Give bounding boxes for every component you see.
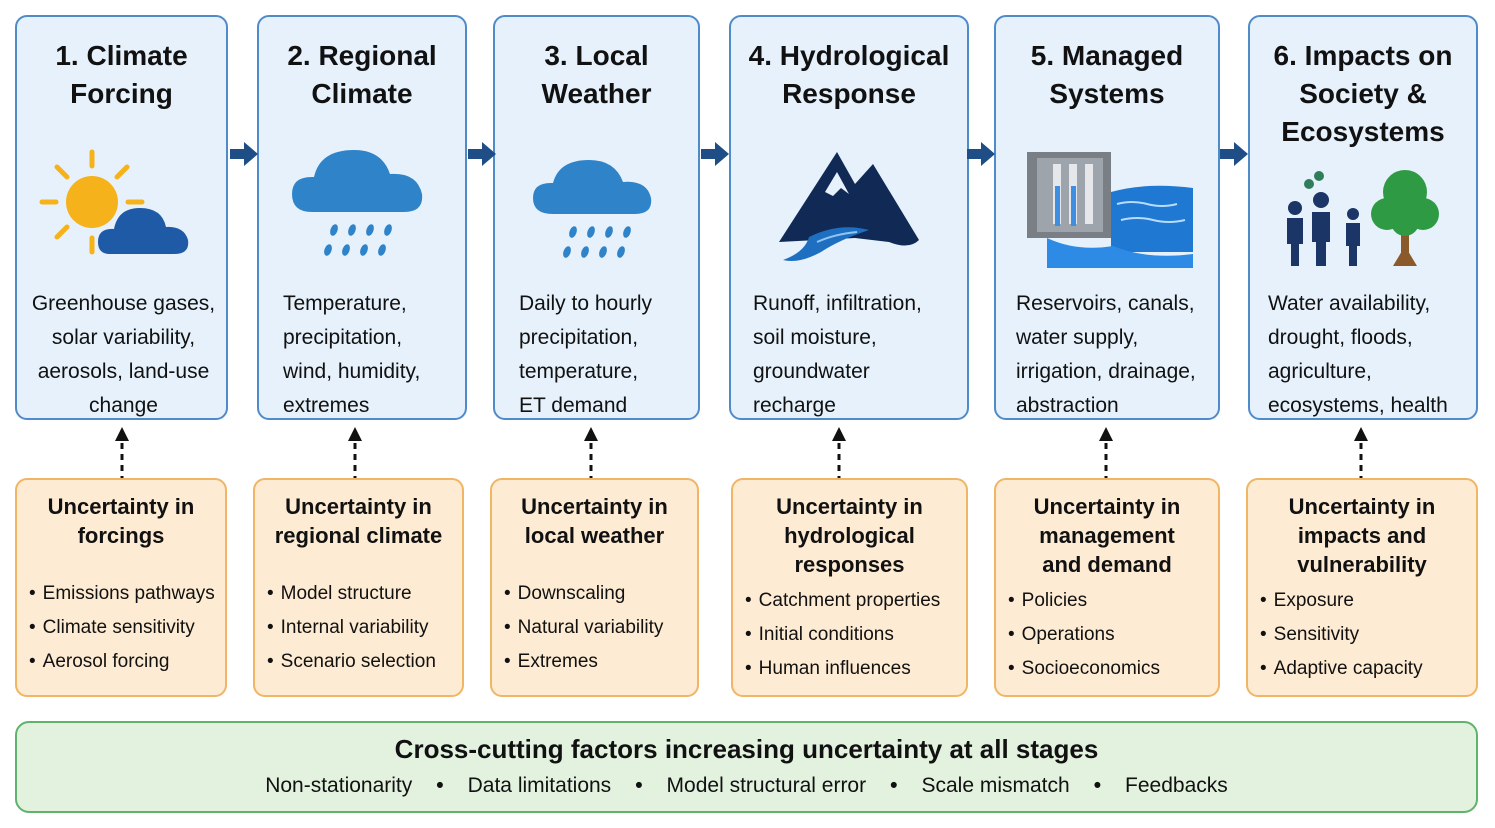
stage-regional-climate: 2. Regional Climate Temperature, precipi… [257,15,467,420]
stage-description: Greenhouse gases, solar variability, aer… [31,292,216,417]
list-item: Operations [1008,618,1214,652]
list-item: Emissions pathways [29,577,221,611]
cross-cutting-factors: Cross-cutting factors increasing uncerta… [15,721,1478,813]
list-item: Socioeconomics [1008,652,1214,686]
uncertainty-title: Uncertainty in regional climate [274,494,443,548]
flow-arrow-icon [965,140,997,168]
flow-arrow-icon [228,140,260,168]
list-item: Policies [1008,584,1214,618]
list-item: Model structure [267,577,458,611]
cross-cutting-item: Data limitations [467,774,612,797]
dam-icon [1017,142,1197,272]
list-item: Natural variability [504,611,693,645]
uncertainty-list: Model structure Internal variability Sce… [267,577,458,679]
uncertainty-management: Uncertainty in management and demand Pol… [994,478,1220,697]
rain-cloud-icon [507,142,687,272]
list-item: Aerosol forcing [29,645,221,679]
uncertainty-impacts: Uncertainty in impacts and vulnerability… [1246,478,1478,697]
stage-description: Temperature, precipitation, wind, humidi… [283,292,421,417]
stage-impacts: 6. Impacts on Society & Ecosystems Water… [1248,15,1478,420]
cross-cutting-item: Non-stationarity [265,774,413,797]
stage-managed-systems: 5. Managed Systems Reservoirs, canals, w… [994,15,1220,420]
list-item: Extremes [504,645,693,679]
list-item: Exposure [1260,584,1472,618]
stage-title: 2. Regional Climate [287,40,437,109]
stage-title: 1. Climate Forcing [55,40,188,109]
dashed-up-arrow-icon [829,425,849,480]
stage-local-weather: 3. Local Weather Daily to hourly precipi… [493,15,700,420]
list-item: Adaptive capacity [1260,652,1472,686]
mountain-river-icon [759,142,939,272]
cross-cutting-title: Cross-cutting factors increasing uncerta… [394,734,1099,764]
cross-cutting-items: Non-stationarity • Data limitations • Model … [17,770,1476,802]
bullet-separator: • [635,774,643,797]
dashed-up-arrow-icon [1351,425,1371,480]
uncertainty-regional-climate: Uncertainty in regional climate Model st… [253,478,464,697]
uncertainty-title: Uncertainty in hydrological responses [776,494,923,577]
uncertainty-hydrological: Uncertainty in hydrological responses Ca… [731,478,968,697]
dashed-up-arrow-icon [1096,425,1116,480]
stage-title: 4. Hydrological Response [748,40,950,109]
uncertainty-title: Uncertainty in impacts and vulnerability [1288,494,1436,577]
stage-description: Runoff, infiltration, soil moisture, gro… [753,292,922,417]
people-tree-icon [1273,142,1453,272]
sun-cloud-icon [32,142,212,272]
uncertainty-list: Exposure Sensitivity Adaptive capacity [1260,584,1472,686]
cross-cutting-item: Scale mismatch [921,774,1070,797]
cross-cutting-item: Feedbacks [1125,774,1228,797]
dashed-up-arrow-icon [112,425,132,480]
list-item: Scenario selection [267,645,458,679]
list-item: Human influences [745,652,962,686]
stage-title: 6. Impacts on Society & Ecosystems [1273,40,1453,147]
dashed-up-arrow-icon [581,425,601,480]
bullet-separator: • [890,774,898,797]
stage-title: 5. Managed Systems [1030,40,1184,109]
stage-climate-forcing: 1. Climate Forcing Greenhouse gases, sol… [15,15,228,420]
uncertainty-local-weather: Uncertainty in local weather Downscaling… [490,478,699,697]
flow-arrow-icon [466,140,498,168]
dashed-up-arrow-icon [345,425,365,480]
list-item: Internal variability [267,611,458,645]
list-item: Catchment properties [745,584,962,618]
list-item: Sensitivity [1260,618,1472,652]
list-item: Initial conditions [745,618,962,652]
bullet-separator: • [436,774,444,797]
uncertainty-title: Uncertainty in local weather [521,494,668,548]
flow-arrow-icon [1218,140,1250,168]
bullet-separator: • [1093,774,1102,797]
flow-arrow-icon [699,140,731,168]
uncertainty-list: Policies Operations Socioeconomics [1008,584,1214,686]
uncertainty-list: Emissions pathways Climate sensitivity A… [29,577,221,679]
list-item: Climate sensitivity [29,611,221,645]
uncertainty-list: Downscaling Natural variability Extremes [504,577,693,679]
stage-description: Water availability, drought, floods, agr… [1268,292,1448,417]
rain-cloud-icon [272,142,452,272]
stage-title: 3. Local Weather [541,40,652,109]
uncertainty-title: Uncertainty in management and demand [1033,494,1181,577]
list-item: Downscaling [504,577,693,611]
uncertainty-list: Catchment properties Initial conditions … [745,584,962,686]
stage-description: Daily to hourly precipitation, temperatu… [519,292,653,417]
cross-cutting-item: Model structural error [666,774,867,797]
stage-description: Reservoirs, canals, water supply, irriga… [1016,292,1196,417]
stage-hydrological-response: 4. Hydrological Response Runoff, infiltr… [729,15,969,420]
uncertainty-forcings: Uncertainty in forcings Emissions pathwa… [15,478,227,697]
uncertainty-title: Uncertainty in forcings [47,494,195,548]
